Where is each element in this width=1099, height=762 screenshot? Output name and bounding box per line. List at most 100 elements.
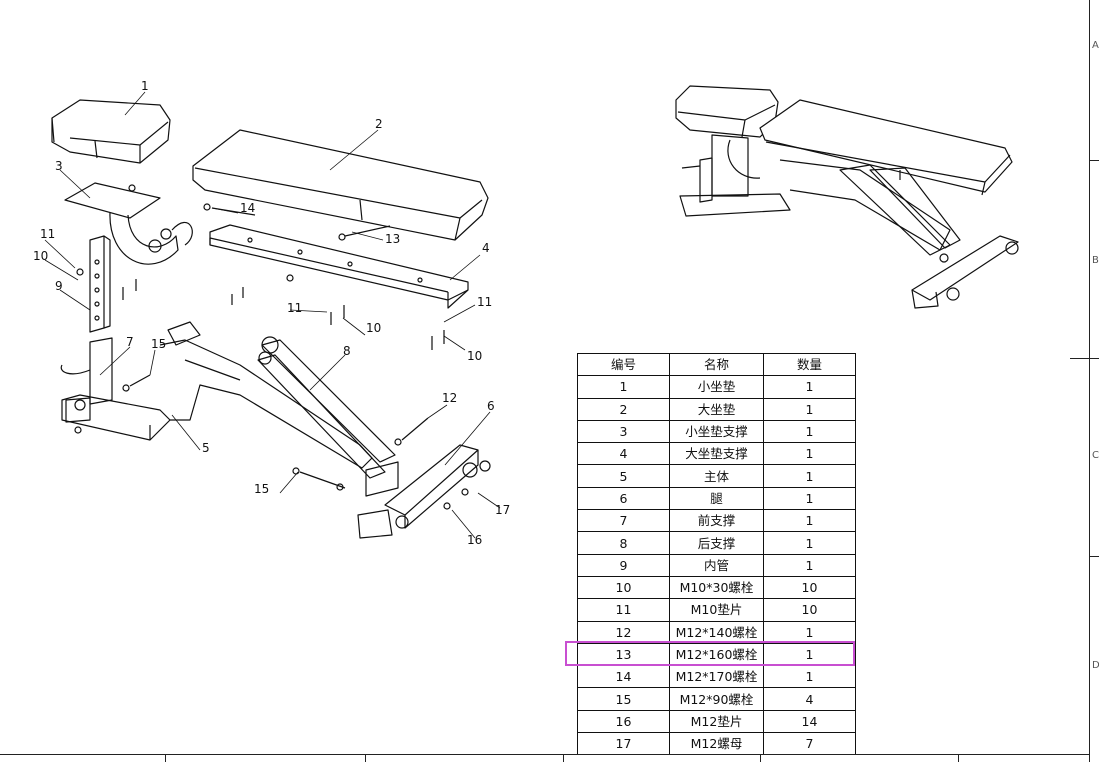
callout-16: 16 (467, 533, 482, 547)
cell-number: 8 (577, 531, 670, 555)
cell-number: 15 (577, 687, 670, 711)
cell-quantity: 1 (763, 397, 856, 421)
header-quantity: 数量 (763, 352, 856, 377)
callout-10a: 10 (33, 249, 48, 263)
cell-number: 16 (577, 709, 670, 734)
header-name: 名称 (669, 352, 764, 377)
row-13-highlight-box (565, 641, 855, 666)
cell-quantity: 14 (763, 709, 856, 734)
cell-number: 10 (577, 575, 670, 600)
frame-tick (365, 754, 366, 762)
cell-number: 11 (577, 598, 670, 622)
cell-quantity: 1 (763, 442, 856, 466)
cell-number: 3 (577, 419, 670, 444)
cell-quantity: 7 (763, 732, 856, 756)
cell-quantity: 1 (763, 464, 856, 488)
cell-name: M12*90螺栓 (669, 687, 764, 711)
cell-quantity: 1 (763, 486, 856, 511)
frame-tick (1070, 358, 1099, 359)
fasteners (74, 184, 469, 510)
leg-part-6 (357, 444, 491, 539)
callout-1: 1 (141, 79, 149, 93)
cell-name: 大坐垫 (669, 397, 764, 421)
callout-10b: 10 (366, 321, 381, 335)
small-seat-support-part-3 (64, 182, 193, 265)
large-seat-support-part-4 (209, 224, 469, 309)
cell-number: 14 (577, 665, 670, 689)
cell-name: 小坐垫 (669, 375, 764, 399)
callout-2: 2 (375, 117, 383, 131)
cell-name: 前支撑 (669, 509, 764, 533)
callout-12: 12 (442, 391, 457, 405)
cell-name: 主体 (669, 464, 764, 488)
frame-tick (958, 754, 959, 762)
callout-leaders (44, 91, 501, 539)
frame-tick (1089, 160, 1099, 161)
callout-15b: 15 (254, 482, 269, 496)
callout-labels: 1 2 3 4 5 6 7 8 9 10 10 10 11 11 11 12 1… (33, 79, 510, 547)
cell-quantity: 10 (763, 598, 856, 622)
frame-tick (563, 754, 564, 762)
cell-number: 12 (577, 620, 670, 644)
cell-quantity: 1 (763, 531, 856, 555)
cell-name: 小坐垫支撑 (669, 419, 764, 444)
callout-11b: 11 (287, 301, 302, 315)
zone-label-a: A (1092, 40, 1099, 51)
callout-10c: 10 (467, 349, 482, 363)
frame-tick (1089, 556, 1099, 557)
cell-name: M10垫片 (669, 598, 764, 622)
cell-number: 7 (577, 509, 670, 533)
cell-quantity: 4 (763, 687, 856, 711)
cell-number: 6 (577, 486, 670, 511)
cell-number: 9 (577, 553, 670, 577)
frame-right-line (1089, 0, 1090, 762)
cell-name: M12螺母 (669, 732, 764, 756)
zone-label-d: D (1092, 660, 1099, 671)
callout-17: 17 (495, 503, 510, 517)
callout-3: 3 (55, 159, 63, 173)
cell-quantity: 1 (763, 553, 856, 577)
rear-support-part-8 (257, 336, 399, 497)
callout-11c: 11 (477, 295, 492, 309)
callout-14: 14 (240, 201, 255, 215)
callout-5: 5 (202, 441, 210, 455)
table-header-row: 编号 名称 数量 (577, 352, 856, 377)
cell-name: M12垫片 (669, 709, 764, 734)
front-support-part-7 (60, 337, 113, 423)
cell-quantity: 1 (763, 665, 856, 689)
callout-11a: 11 (40, 227, 55, 241)
callout-7: 7 (126, 335, 134, 349)
callout-9: 9 (55, 279, 63, 293)
cell-quantity: 1 (763, 419, 856, 444)
cell-number: 17 (577, 732, 670, 756)
cell-number: 5 (577, 464, 670, 488)
header-number: 编号 (577, 352, 670, 377)
frame-tick (165, 754, 166, 762)
callout-15a: 15 (151, 337, 166, 351)
zone-label-b: B (1092, 255, 1099, 266)
cell-number: 1 (577, 375, 670, 399)
cell-name: 大坐垫支撑 (669, 442, 764, 466)
callout-4: 4 (482, 241, 490, 255)
cell-number: 4 (577, 442, 670, 466)
cell-quantity: 1 (763, 620, 856, 644)
inner-tube-part-9 (89, 235, 111, 333)
large-seat-pad-part-2 (192, 129, 489, 241)
cell-name: 腿 (669, 486, 764, 511)
zone-label-c: C (1092, 450, 1099, 461)
